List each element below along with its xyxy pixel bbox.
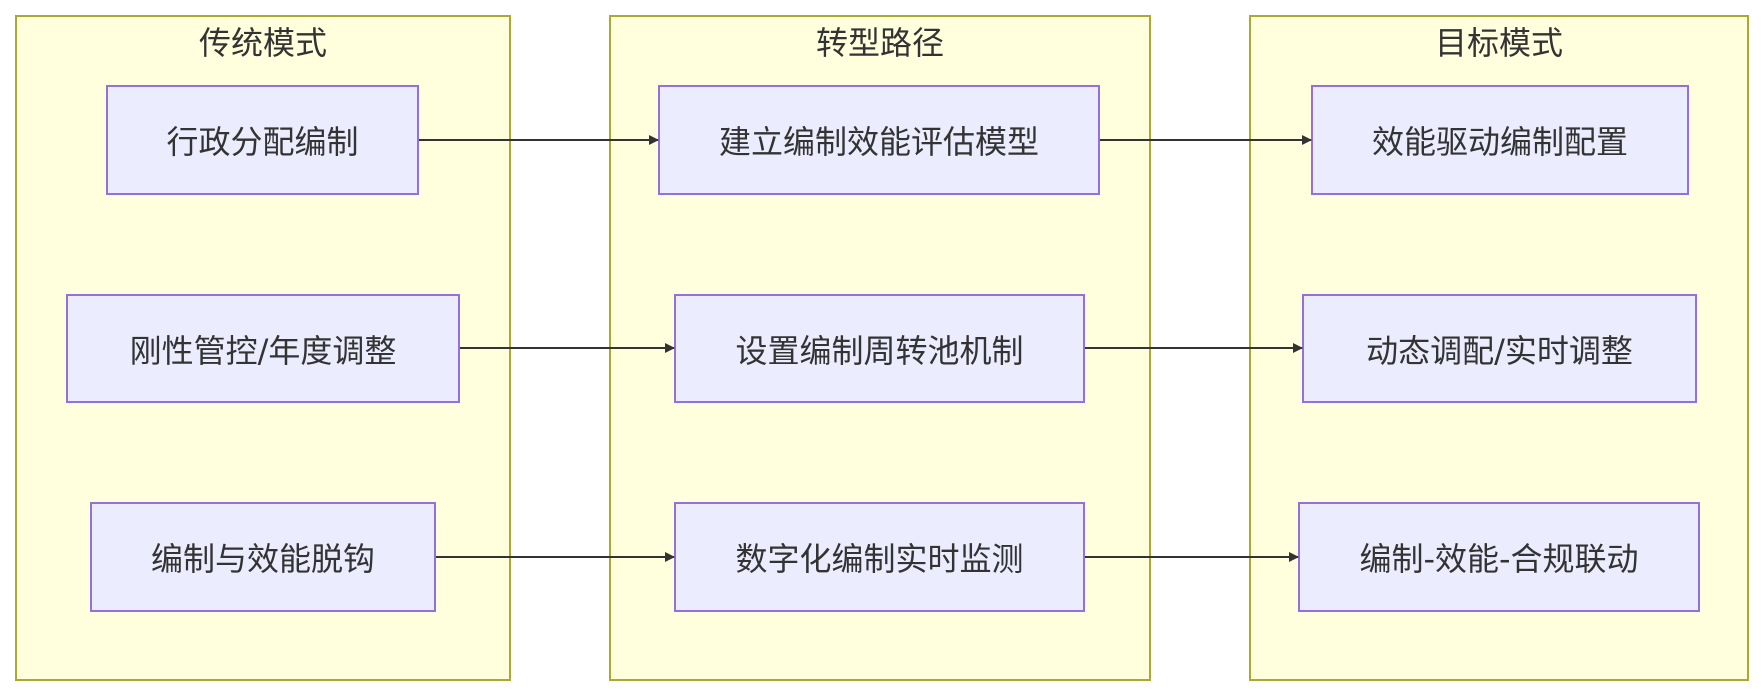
node-decoupled[interactable]: 编制与效能脱钩 xyxy=(90,502,436,612)
node-admin-allocation[interactable]: 行政分配编制 xyxy=(106,85,419,195)
node-digital-monitoring[interactable]: 数字化编制实时监测 xyxy=(674,502,1085,612)
node-efficiency-driven[interactable]: 效能驱动编制配置 xyxy=(1311,85,1689,195)
node-rigid-control[interactable]: 刚性管控/年度调整 xyxy=(66,294,460,403)
group-title-traditional-mode: 传统模式 xyxy=(198,24,327,62)
node-dynamic-adjustment[interactable]: 动态调配/实时调整 xyxy=(1302,294,1697,403)
node-turnover-pool[interactable]: 设置编制周转池机制 xyxy=(674,294,1085,403)
node-linkage[interactable]: 编制-效能-合规联动 xyxy=(1298,502,1700,612)
node-efficiency-model[interactable]: 建立编制效能评估模型 xyxy=(658,85,1100,195)
group-title-target-mode: 目标模式 xyxy=(1434,24,1563,62)
group-title-transition-path: 转型路径 xyxy=(815,24,944,62)
